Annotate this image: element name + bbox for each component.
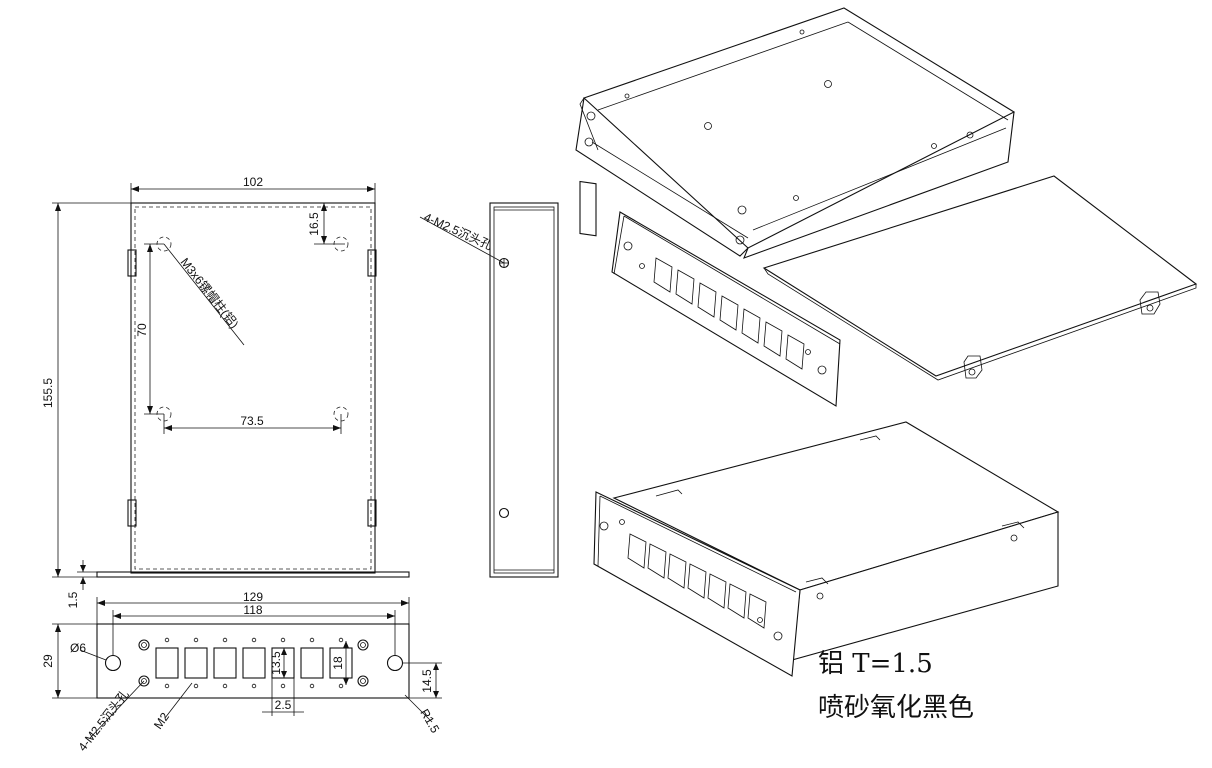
note-material: 铝 T=1.5: [818, 649, 933, 679]
side-view: 4-M2.5沉头孔: [419, 202, 559, 578]
side-view-inner: [493, 206, 555, 574]
iso-assembled: [593, 421, 1060, 677]
side-tab: [367, 499, 377, 527]
bottom-flange: [96, 571, 410, 578]
callout-standoff: M3x6镙帽柱(铝): [178, 255, 242, 331]
iso-lid: [762, 175, 1198, 381]
callout-countersink-side: 4-M2.5沉头孔: [422, 210, 495, 253]
iso-panel: [611, 211, 841, 407]
dim-edge-to-hole: 14.5: [420, 669, 434, 693]
top-view: 102 155.5 16.5 70 73.5 M3x6镙帽柱(铝): [41, 175, 410, 608]
dim-panel-inner: 118: [243, 603, 262, 617]
front-panel-view: 129 118 29 Ø6 13.5 18 2.5: [41, 590, 442, 754]
panel-mount-hole: [386, 654, 404, 672]
top-view-outline: [130, 202, 376, 574]
top-view-inner-outline: [134, 206, 372, 570]
countersink-hole: [357, 639, 369, 651]
panel-mount-hole: [104, 654, 122, 672]
dim-panel-height: 29: [41, 654, 55, 668]
side-view-outline: [489, 202, 559, 578]
dim-port-pitch: 2.5: [275, 698, 292, 712]
dim-plate-thickness: 1.5: [66, 591, 80, 608]
side-tab: [127, 499, 137, 527]
dim-corner-radius: R1.5: [417, 707, 442, 736]
dim-height-left: 155.5: [41, 378, 55, 408]
dim-hole-dia: Ø6: [70, 641, 86, 655]
front-panel-outline: [96, 623, 410, 699]
note-finish: 喷砂氧化黑色: [818, 693, 974, 723]
countersink-hole: [498, 507, 510, 519]
countersink-hole: [138, 675, 150, 687]
panel-small-holes: [164, 637, 344, 689]
iso-tray: [575, 7, 1016, 259]
dim-width-top: 102: [243, 175, 263, 189]
callout-countersink-front: 4-M2.5沉头孔: [75, 687, 131, 753]
dim-port-height: 13.5: [269, 651, 283, 675]
side-tab: [127, 249, 137, 277]
side-tab: [367, 249, 377, 277]
dim-hole-spacing-h: 73.5: [240, 414, 264, 428]
countersink-hole: [357, 675, 369, 687]
panel-ports: [155, 647, 353, 679]
dim-port-height-2: 18: [331, 656, 345, 670]
dim-panel-width: 129: [243, 590, 263, 604]
countersink-hole: [138, 639, 150, 651]
dim-top-offset: 16.5: [307, 212, 321, 236]
dim-hole-spacing-v: 70: [135, 323, 149, 337]
